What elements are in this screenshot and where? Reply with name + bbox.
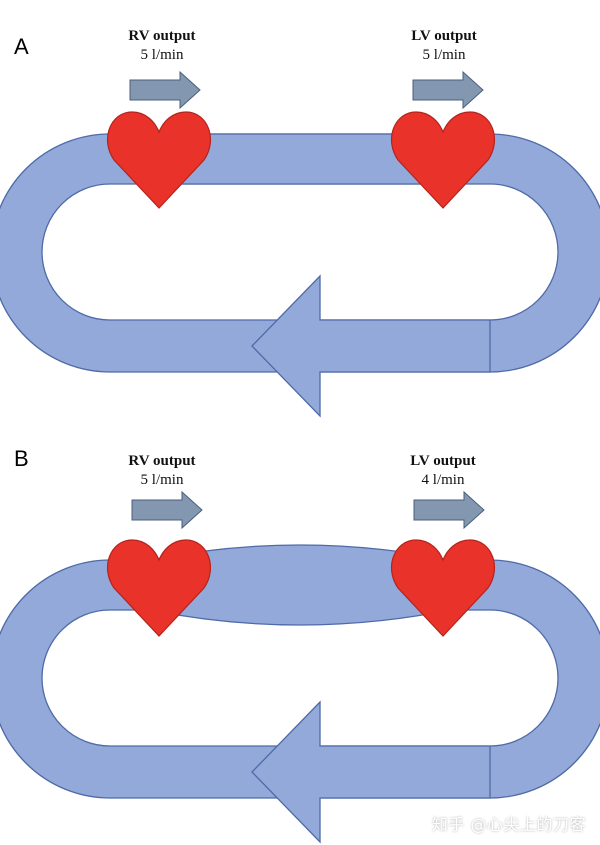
lv-output-label: LV output 5 l/min	[364, 27, 524, 65]
circulation-loop	[0, 490, 600, 844]
right-arrow-icon	[131, 490, 203, 530]
heart-icon	[390, 111, 496, 209]
rv-output-label: RV output 5 l/min	[82, 27, 242, 65]
rv-output-title: RV output	[128, 28, 196, 44]
lv-output-label: LV output 4 l/min	[363, 452, 523, 490]
lv-output-value: 5 l/min	[422, 47, 466, 63]
watermark: 知乎 @心尖上的刀客	[431, 815, 586, 834]
right-arrow-icon	[129, 70, 201, 110]
left-arrow-icon	[251, 274, 491, 418]
panel-b: B RV output 5 l/min LV output 4 l/min	[0, 422, 600, 844]
heart-icon	[390, 539, 496, 637]
right-arrow-icon	[412, 70, 484, 110]
rv-output-label: RV output 5 l/min	[82, 452, 242, 490]
left-arrow-icon	[251, 700, 491, 844]
heart-icon	[106, 539, 212, 637]
circulation-loop	[0, 70, 600, 418]
heart-icon	[106, 111, 212, 209]
pulmonary-vessel	[150, 545, 450, 625]
lv-output-title: LV output	[410, 453, 476, 469]
rv-output-value: 5 l/min	[140, 472, 184, 488]
lv-output-title: LV output	[411, 28, 477, 44]
right-arrow-icon	[413, 490, 485, 530]
panel-a: A RV output 5 l/min LV output 5 l/min	[0, 0, 600, 422]
panel-letter: B	[14, 446, 29, 471]
lv-output-value: 4 l/min	[421, 472, 465, 488]
rv-output-value: 5 l/min	[140, 47, 184, 63]
panel-letter: A	[14, 34, 29, 59]
rv-output-title: RV output	[128, 453, 196, 469]
